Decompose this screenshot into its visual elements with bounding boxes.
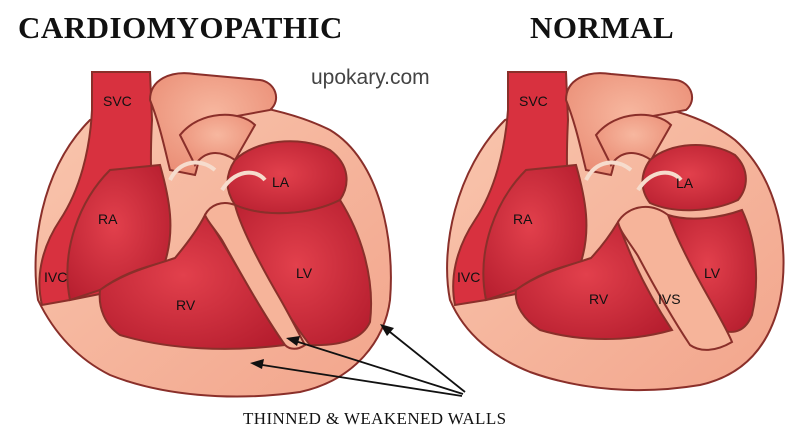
right-ventricle xyxy=(514,219,674,340)
aortic-valve xyxy=(584,160,633,182)
normal-heart: SVC RA IVC RV IVS LA LV xyxy=(446,71,785,392)
label-ivs: IVS xyxy=(658,291,681,307)
label-ra: RA xyxy=(98,211,118,227)
aorta xyxy=(148,72,278,177)
cardiomyopathic-heart: SVC RA IVC RV LA LV xyxy=(34,71,392,398)
label-lv: LV xyxy=(704,265,721,281)
wall-pointer-arrows xyxy=(250,324,466,397)
label-la: LA xyxy=(676,175,694,191)
label-ivc: IVC xyxy=(44,269,67,285)
arrowhead-septum xyxy=(286,336,300,346)
pulmonary-artery xyxy=(178,113,257,167)
caption: THINNED & WEAKENED WALLS xyxy=(243,409,506,428)
arrow-to-rv-wall xyxy=(255,363,463,397)
watermark: upokary.com xyxy=(311,66,430,89)
mitral-valve xyxy=(636,170,683,192)
label-lv: LV xyxy=(296,265,313,281)
label-rv: RV xyxy=(176,297,196,313)
label-rv: RV xyxy=(589,291,609,307)
arrow-to-septum xyxy=(291,339,464,395)
arrowhead-lv-wall xyxy=(380,324,394,336)
label-svc: SVC xyxy=(103,93,132,109)
interventricular-septum xyxy=(616,206,734,351)
pulmonary-artery xyxy=(594,113,673,167)
mitral-valve xyxy=(220,170,267,192)
left-atrium xyxy=(641,144,747,212)
arrow-to-lv-wall xyxy=(384,327,466,393)
label-la: LA xyxy=(272,174,290,190)
title-normal: NORMAL xyxy=(530,10,674,45)
label-svc: SVC xyxy=(519,93,548,109)
aortic-valve xyxy=(168,160,217,182)
arrowhead-rv-wall xyxy=(250,359,264,369)
aorta xyxy=(564,72,694,177)
label-ivc: IVC xyxy=(457,269,480,285)
title-cardiomyopathic: CARDIOMYOPATHIC xyxy=(18,10,343,45)
label-ra: RA xyxy=(513,211,533,227)
